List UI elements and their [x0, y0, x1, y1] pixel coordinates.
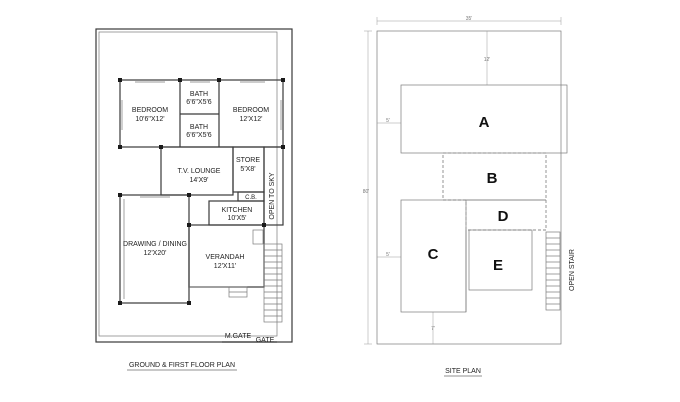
bedroom-right-name: BEDROOM	[233, 107, 269, 114]
open-stair-label: OPEN STAIR	[569, 249, 576, 291]
depth-dim: 80'	[363, 189, 370, 195]
plot-boundary	[95, 28, 293, 343]
block-d-letter: D	[498, 208, 509, 225]
bath-bottom-name: BATH	[190, 124, 208, 131]
main-gate-label: M.GATE	[225, 333, 252, 340]
top-width-dim: 35'	[466, 16, 473, 22]
block-e-letter: E	[493, 257, 503, 274]
block-a-letter: A	[479, 114, 490, 131]
open-to-sky-label: OPEN TO SKY	[269, 172, 276, 220]
floor-plan-caption: GROUND & FIRST FLOOR PLAN	[129, 362, 235, 369]
top-setback-dim: 12'	[484, 57, 491, 63]
block-e	[468, 229, 533, 291]
floor-plan: BEDROOM 10'6"X12' BATH 6'6"X5'6 BATH 6'6…	[95, 28, 293, 371]
site-plot-outline	[376, 30, 562, 345]
kitchen-name: KITCHEN	[222, 207, 253, 214]
left-setback-c-dim: 5'	[386, 252, 390, 258]
site-plan-caption: SITE PLAN	[445, 368, 481, 375]
tv-lounge-size: 14'X9'	[189, 177, 208, 184]
bedroom-right-size: 12'X12'	[240, 116, 263, 123]
tv-lounge-name: T.V. LOUNGE	[178, 168, 221, 175]
verandah-name: VERANDAH	[206, 254, 245, 261]
drawing-dining-size: 12'X20'	[144, 250, 167, 257]
left-setback-a-dim: 5'	[386, 118, 390, 124]
block-b	[442, 152, 547, 201]
bedroom-left-name: BEDROOM	[132, 107, 168, 114]
site-stair	[545, 231, 561, 311]
boundary-inner-line	[98, 31, 278, 337]
bottom-setback-dim: 7'	[431, 326, 435, 332]
block-c-letter: C	[428, 246, 439, 263]
side-gate-label: GATE	[256, 337, 275, 344]
site-plan: 35' 80' 12' 5' 5' 7'	[363, 16, 576, 377]
bath-top-name: BATH	[190, 91, 208, 98]
drawing-dining-outline	[119, 194, 190, 304]
bedroom-left-size: 10'6"X12'	[135, 116, 164, 123]
bath-top-size: 6'6"X5'6	[186, 99, 212, 106]
verandah-size: 12'X11'	[214, 263, 236, 270]
bath-bottom-size: 6'6"X5'6	[186, 132, 212, 139]
drawing-dining-name: DRAWING / DINING	[123, 241, 187, 248]
cb-name: C.B.	[245, 195, 257, 201]
store-size: 5'X8'	[240, 166, 255, 173]
block-b-letter: B	[487, 170, 498, 187]
columns	[118, 78, 285, 305]
open-to-sky-outline	[263, 146, 284, 226]
stair-landing	[252, 229, 264, 245]
stair	[263, 243, 283, 323]
store-name: STORE	[236, 157, 260, 164]
kitchen-size: 10'X5'	[227, 215, 246, 222]
